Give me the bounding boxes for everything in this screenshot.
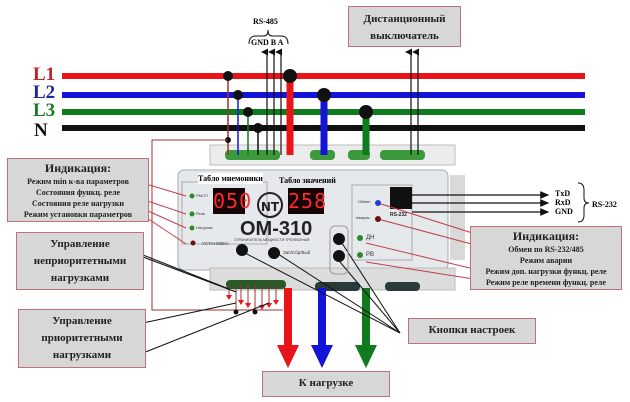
led-label-obmen: Обмен	[358, 199, 371, 204]
display-mnemonic: 050	[213, 188, 253, 214]
rs485-pins: GND B A	[251, 38, 284, 47]
phase-label-l2: L2	[33, 82, 56, 103]
led-label-dn: ДН	[366, 235, 375, 241]
led-label-rv: РВ	[366, 252, 375, 258]
rs232-title: RS-232	[592, 200, 617, 209]
display-mnemonic-label: Табло мнемоники	[198, 173, 263, 184]
control-taps	[151, 71, 283, 311]
indication-right-item: Режим аварии	[519, 256, 573, 265]
device-model: ОМ-310	[240, 218, 313, 240]
relay-output-arrows	[226, 285, 279, 315]
rs232-port-label: RS-232	[390, 212, 407, 218]
indication-right-item: Режим доп. нагрузки функц. реле	[485, 267, 607, 276]
device-controls	[189, 193, 381, 275]
up-button[interactable]	[333, 233, 345, 245]
indication-left-item: Режим min к-ва параметров	[27, 177, 129, 186]
nonpriority-line1: Управление	[50, 238, 110, 250]
zap-button-knob[interactable]	[268, 247, 280, 259]
settings-buttons-box: Кнопки настроек	[408, 318, 536, 344]
power-taps	[283, 69, 373, 155]
indication-left-title: Индикация:	[44, 161, 112, 175]
priority-line3: нагрузками	[52, 349, 112, 361]
remote-switch-line2: выключатель	[370, 30, 439, 42]
nonpriority-line3: нагрузками	[50, 272, 110, 284]
led-label-nagruzka: Нагрузка	[196, 225, 213, 230]
rs485-title: RS-485	[253, 17, 278, 26]
rs232-gnd: GND	[555, 207, 573, 216]
indication-right-title: Индикация:	[512, 229, 580, 243]
nonpriority-line2: неприоритетными	[33, 255, 127, 267]
load-output-arrows	[277, 288, 377, 368]
led-label-rele: Реле	[196, 211, 206, 216]
indication-left-item: Состояния реле нагрузки	[32, 199, 124, 208]
ustanovka-button-label: УСТАНОВКА	[202, 241, 229, 246]
indication-right-box: Индикация: Обмен по RS-232/485 Режим ава…	[470, 226, 622, 290]
phase-label-n: N	[34, 120, 48, 141]
remote-switch-line1: Дистанционный	[363, 13, 446, 25]
display-value-label: Табло значений	[279, 176, 336, 185]
priority-line2: приоритетными	[41, 332, 123, 344]
remote-switch-box: Дистанционный выключатель	[348, 6, 461, 47]
indication-left-box: Индикация: Режим min к-ва параметров Сос…	[7, 158, 149, 222]
indication-right-item: Обмен по RS-232/485	[508, 245, 584, 254]
ustanovka-button-knob[interactable]	[236, 244, 248, 256]
indication-right-item: Режим реле времени функц. реле	[486, 278, 606, 287]
rs232-rxd: RxD	[555, 198, 571, 207]
remote-switch-wires	[405, 48, 420, 155]
device-subtitle: ОГРАНИЧИТЕЛЬ МОЩНОСТИ ТРЕХФАЗНЫЙ	[234, 238, 310, 242]
to-load-box: К нагрузке	[262, 371, 390, 397]
rs485-wires	[248, 29, 289, 155]
down-button[interactable]	[333, 250, 345, 262]
buttons-leaders	[242, 239, 401, 334]
svg-text:NT: NT	[261, 200, 280, 214]
indication-left-item: Состояния функц. реле	[35, 188, 121, 197]
rs232-txd: TxD	[555, 189, 571, 198]
priority-line1: Управление	[52, 315, 112, 327]
priority-loads-box: Управление приоритетными нагрузками	[18, 309, 146, 368]
phase-label-l3: L3	[33, 100, 56, 121]
nonpriority-loads-box: Управление неприоритетными нагрузками	[16, 232, 144, 290]
zap-button-label: Зап/Сбр/Выб	[283, 250, 311, 255]
indication-left-item: Режим установки параметров	[23, 210, 133, 219]
phase-label-l1: L1	[33, 64, 56, 85]
rs232-line-labels: TxD RxD GND	[555, 189, 573, 216]
load-control-leaders	[142, 254, 270, 354]
rs232-wires	[390, 182, 590, 223]
led-label-rmsp: РМСП	[196, 193, 208, 198]
logo-icon: NT	[257, 192, 283, 218]
display-value: 258	[288, 188, 328, 214]
led-label-avaria: Авария	[356, 215, 370, 220]
